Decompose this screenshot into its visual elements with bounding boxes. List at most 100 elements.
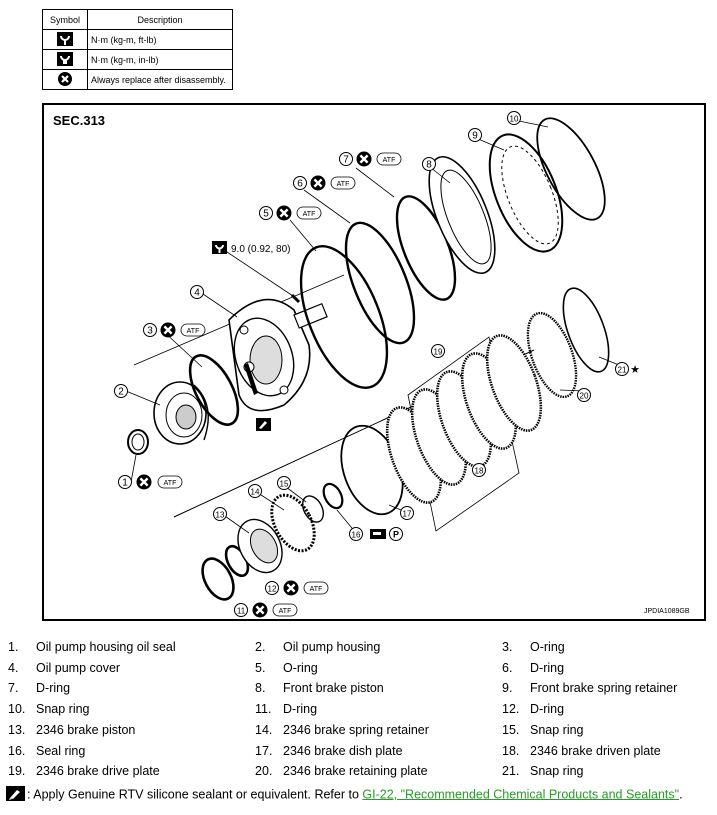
legend-item: 12.D-ring xyxy=(502,702,564,716)
legend-part-name: Seal ring xyxy=(36,743,86,758)
callout-3: 3 xyxy=(143,323,157,337)
legend-item: 8. Front brake piston xyxy=(255,681,384,695)
legend-item: 2.Oil pump housing xyxy=(255,640,380,654)
legend-item: 3. O-ring xyxy=(502,640,565,654)
svg-text:20: 20 xyxy=(580,392,589,401)
legend-number: 10. xyxy=(8,702,26,717)
atf-label-12: ATF xyxy=(310,586,323,593)
chemical-products-link[interactable]: GI-22, "Recommended Chemical Products an… xyxy=(362,787,680,802)
svg-text:6: 6 xyxy=(297,179,303,190)
symbol-desc-in-lb: N·m (kg-m, in-lb) xyxy=(87,49,233,70)
callout-17: 17 xyxy=(400,506,414,520)
svg-text:8: 8 xyxy=(426,160,432,171)
legend-item: 6.D-ring xyxy=(502,661,564,675)
symbol-legend-table: Symbol Description N·m (kg-m, ft-lb) N·m… xyxy=(42,9,233,90)
legend-number: 13. xyxy=(8,722,26,737)
legend-part-name: D-ring xyxy=(36,681,71,696)
p-label: P xyxy=(393,530,399,540)
atf-label-3: ATF xyxy=(187,328,200,335)
legend-number: 9. xyxy=(502,681,513,696)
svg-text:9: 9 xyxy=(472,131,478,142)
legend-part-name: O-ring xyxy=(530,640,565,654)
part-10-snap-ring xyxy=(536,117,606,221)
legend-number: 16. xyxy=(8,743,26,758)
svg-text:1: 1 xyxy=(122,478,128,489)
part-16-seal-ring xyxy=(322,482,344,510)
sealant-icon xyxy=(256,418,271,431)
legend-number: 8. xyxy=(255,681,266,696)
legend-part-name: 2346 brake spring retainer xyxy=(283,722,429,737)
legend-item: 10. Snap ring xyxy=(8,702,90,716)
part-4-oil-pump-cover xyxy=(228,298,328,412)
svg-text:13: 13 xyxy=(216,511,225,520)
legend-item: 9. Front brake spring retainer xyxy=(502,681,677,695)
legend-item: 4.Oil pump cover xyxy=(8,661,120,675)
exploded-diagram: SEC.313 xyxy=(42,103,706,621)
part-13-2346-brake-piston xyxy=(237,518,283,574)
callout-5: 5 xyxy=(259,206,273,220)
torque-wrench-small-icon xyxy=(42,49,88,70)
star-mark: ★ xyxy=(630,364,640,376)
legend-item: 18. 2346 brake driven plate xyxy=(502,744,661,758)
legend-part-name: 2346 brake driven plate xyxy=(530,743,661,758)
svg-text:11: 11 xyxy=(237,607,246,616)
legend-part-name: O-ring xyxy=(283,660,318,675)
legend-number: 4. xyxy=(8,660,19,675)
legend-number: 20. xyxy=(255,764,273,779)
legend-number: 14. xyxy=(255,722,273,737)
callout-19: 19 xyxy=(431,344,445,358)
torque-wrench-icon xyxy=(42,29,88,50)
legend-number: 2. xyxy=(255,640,266,654)
legend-item: 21.Snap ring xyxy=(502,764,584,778)
legend-number: 5. xyxy=(255,660,266,675)
callouts: 1 ATF 2 3 ATF 4 5 ATF 6 ATF 7 ATF 8 9 10… xyxy=(114,111,640,619)
callout-8: 8 xyxy=(422,157,436,171)
legend-number: 18. xyxy=(502,743,520,758)
legend-part-name: 2346 brake retaining plate xyxy=(283,764,428,779)
callout-14: 14 xyxy=(248,484,262,498)
atf-label-11: ATF xyxy=(279,608,292,615)
part-11-d-ring xyxy=(201,557,235,601)
svg-text:10: 10 xyxy=(510,115,519,124)
callout-1: 1 xyxy=(118,475,132,489)
atf-label-1: ATF xyxy=(164,480,177,487)
legend-part-name: Front brake spring retainer xyxy=(530,681,678,696)
torque-wrench-icon xyxy=(212,241,227,254)
legend-item: 1.Oil pump housing oil seal xyxy=(8,640,176,654)
image-code: JPDIA1089GB xyxy=(644,608,690,615)
footer-end: . xyxy=(679,787,683,802)
legend-number: 21. xyxy=(502,764,520,779)
legend-item: 14. 2346 brake spring retainer xyxy=(255,723,429,737)
legend-part-name: Snap ring xyxy=(36,702,90,717)
callout-11: 11 xyxy=(234,603,248,617)
svg-text:3: 3 xyxy=(147,326,153,337)
legend-part-name: Front brake piston xyxy=(283,681,384,696)
legend-number: 17. xyxy=(255,743,273,758)
callout-6: 6 xyxy=(293,176,307,190)
atf-label-7: ATF xyxy=(383,157,396,164)
part-20-retaining-plate xyxy=(526,311,578,399)
callout-21: 21 xyxy=(615,362,629,376)
part-1-oil-seal xyxy=(127,429,149,455)
svg-text:18: 18 xyxy=(475,467,484,476)
legend-part-name: D-ring xyxy=(283,702,318,717)
svg-text:14: 14 xyxy=(251,488,260,497)
part-6-d-ring xyxy=(344,221,416,345)
legend-number: 3. xyxy=(502,640,513,654)
symbol-header: Symbol xyxy=(42,9,88,30)
legend-part-name: 2346 brake dish plate xyxy=(283,743,403,758)
callout-12: 12 xyxy=(265,581,279,595)
sealant-small-icon xyxy=(370,529,386,539)
legend-number: 15. xyxy=(502,722,520,737)
footer-note: : Apply Genuine RTV silicone sealant or … xyxy=(6,786,683,804)
torque-value: 9.0 (0.92, 80) xyxy=(231,244,290,255)
legend-item: 11. D-ring xyxy=(255,702,317,716)
part-14-spring-retainer xyxy=(270,493,316,553)
legend-part-name: Oil pump housing oil seal xyxy=(36,640,176,654)
part-21-snap-ring xyxy=(562,287,610,373)
svg-text:15: 15 xyxy=(280,480,289,489)
svg-text:4: 4 xyxy=(194,288,200,299)
legend-number: 11. xyxy=(255,702,272,717)
section-label: SEC.313 xyxy=(53,113,105,128)
legend-part-name: D-ring xyxy=(530,702,565,717)
